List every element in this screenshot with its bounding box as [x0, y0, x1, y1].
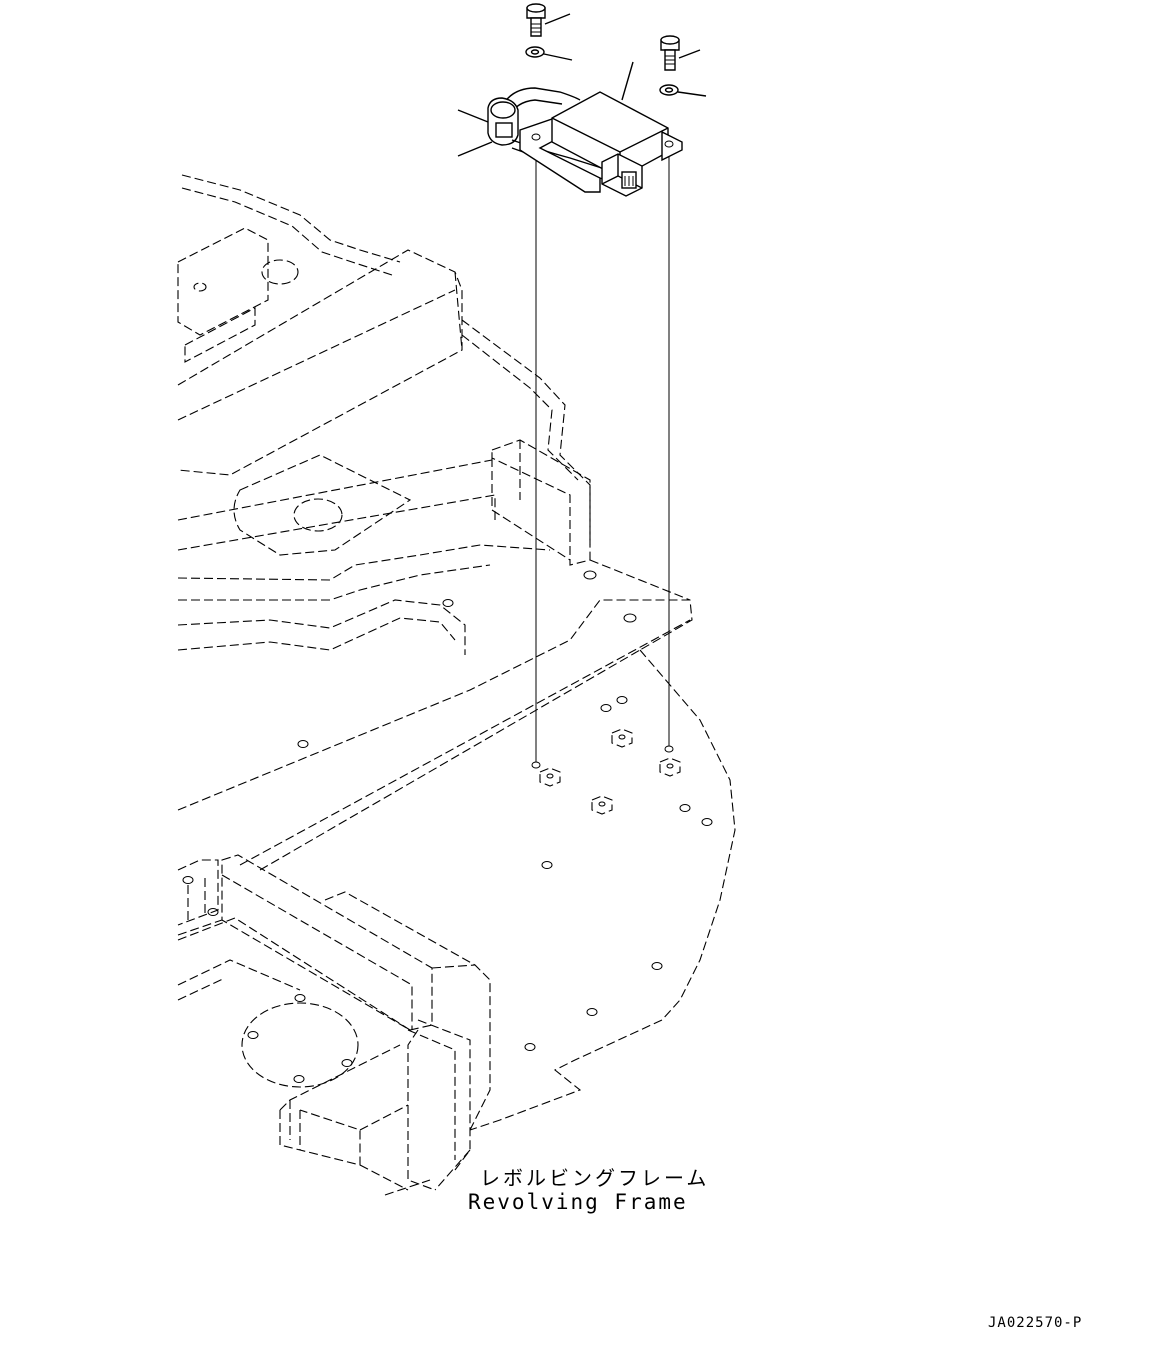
revolving-frame-label-jp: レボルビングフレーム — [480, 1166, 710, 1190]
washer-right — [659, 84, 679, 96]
mounting-center-lines — [535, 140, 670, 762]
revolving-frame — [177, 174, 736, 1196]
frame-holes — [182, 570, 713, 1083]
washer-left — [525, 46, 545, 58]
controller-unit — [487, 87, 683, 197]
weld-nuts — [539, 728, 681, 815]
leader-lines — [457, 13, 707, 157]
drawing-number: JA022570-P — [988, 1315, 1083, 1331]
bolt-left — [526, 3, 546, 37]
bolt-right — [660, 35, 680, 71]
revolving-frame-label-en: Revolving Frame — [468, 1190, 688, 1214]
